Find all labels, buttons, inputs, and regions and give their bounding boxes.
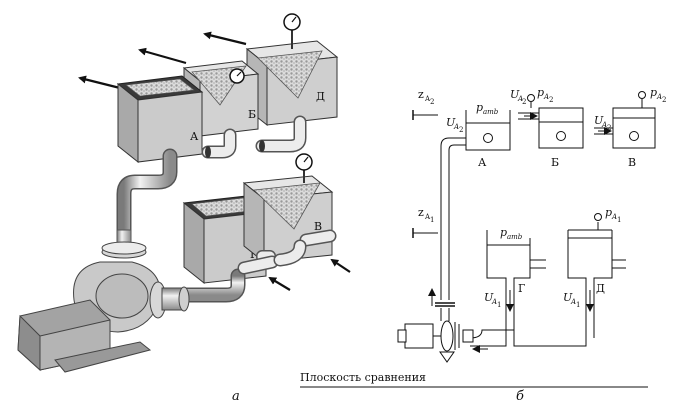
u-a2-left-subsub: 2 — [459, 126, 463, 134]
tank-g-3d-label: Г — [250, 248, 257, 261]
p-a2-b-base: p — [537, 86, 544, 99]
u-a2-right-base: U — [594, 114, 604, 127]
suction-arrows — [268, 258, 351, 291]
p-a2-b-sub: A — [543, 93, 549, 101]
tank-a-schematic-label: А — [478, 156, 487, 169]
reference-plane-label: Плоскость сравнения — [300, 371, 426, 384]
panel-a: Д Б А — [17, 13, 351, 404]
u-a2-right-sub: A — [601, 121, 607, 129]
z-a1-subsub: 1 — [430, 216, 434, 224]
pump-riser — [101, 229, 147, 259]
discharge-arrows — [78, 31, 247, 90]
tank-b-schematic-label: Б — [551, 156, 559, 169]
p-a1-d-base: p — [605, 206, 612, 219]
u-a2-mid-subsub: 2 — [522, 98, 526, 106]
u-a1-right-sub: A — [570, 298, 576, 306]
panel-b: z A 2 z A 1 p amb А U — [300, 86, 666, 404]
z-a2-subsub: 2 — [430, 98, 434, 106]
tank-b-schematic: U A 2 p A 2 Б — [510, 86, 584, 169]
p-a1-d-sub: A — [611, 213, 617, 221]
suction-pipes — [162, 229, 337, 303]
tank-a-schematic: p amb А U A 2 — [446, 101, 511, 169]
discharge-pipe-schematic — [428, 137, 466, 307]
p-amb-top-sub: amb — [483, 108, 499, 116]
p-amb-top-base: p — [476, 101, 483, 114]
reference-plane: Плоскость сравнения — [300, 371, 648, 388]
tank-v-3d: Д — [245, 13, 339, 127]
discharge-pipes — [116, 115, 307, 256]
u-a1-right-subsub: 1 — [576, 301, 580, 309]
tank-b-3d-label: Б — [248, 108, 256, 121]
tank-v-3d-label: Д — [316, 90, 325, 103]
z-a1-base: z — [418, 206, 424, 219]
u-a1-right-base: U — [563, 291, 573, 304]
u-a2-mid-base: U — [510, 88, 520, 101]
tank-g-3d: Г — [182, 195, 268, 285]
z-a1-sub: A — [424, 213, 431, 221]
tank-g-schematic-label: Г — [518, 282, 525, 295]
u-a1-left-base: U — [484, 291, 494, 304]
panel-b-caption: б — [516, 389, 524, 404]
tank-v-schematic: U A 2 p A 2 В — [594, 86, 666, 169]
z-a2-base: z — [418, 88, 424, 101]
level-z-a2: z A 2 — [412, 88, 438, 120]
tank-a-3d: А — [116, 75, 204, 164]
level-z-a1: z A 1 — [412, 206, 438, 238]
p-a2-v-sub: A — [656, 93, 662, 101]
u-a2-left-base: U — [446, 116, 456, 129]
u-a2-mid-sub: A — [517, 95, 523, 103]
tank-a-3d-label: А — [190, 130, 199, 143]
p-a1-d-subsub: 1 — [617, 216, 621, 224]
tank-v-schematic-label: В — [628, 156, 636, 169]
suction-line-schematic — [469, 329, 587, 353]
pump-3d — [17, 261, 190, 373]
u-a2-right-subsub: 2 — [607, 124, 611, 132]
p-a2-b-subsub: 2 — [549, 96, 553, 104]
tank-d-3d: В — [242, 153, 334, 264]
pump-schematic — [397, 308, 474, 363]
p-a2-v-subsub: 2 — [662, 96, 666, 104]
p-amb-bottom-sub: amb — [507, 233, 523, 241]
tank-g-schematic: p amb Г U A 1 — [484, 226, 546, 346]
u-a2-left-sub: A — [453, 123, 459, 131]
u-a1-left-sub: A — [491, 298, 497, 306]
u-a1-left-subsub: 1 — [497, 301, 501, 309]
p-a2-v-base: p — [650, 86, 657, 99]
p-amb-bottom-base: p — [500, 226, 507, 239]
tank-d-3d-label: В — [314, 220, 322, 233]
panel-a-caption: а — [232, 389, 240, 404]
z-a2-sub: A — [424, 95, 431, 103]
tank-d-schematic: p A 1 Д U A 1 — [563, 206, 626, 342]
tank-d-schematic-label: Д — [596, 282, 605, 295]
